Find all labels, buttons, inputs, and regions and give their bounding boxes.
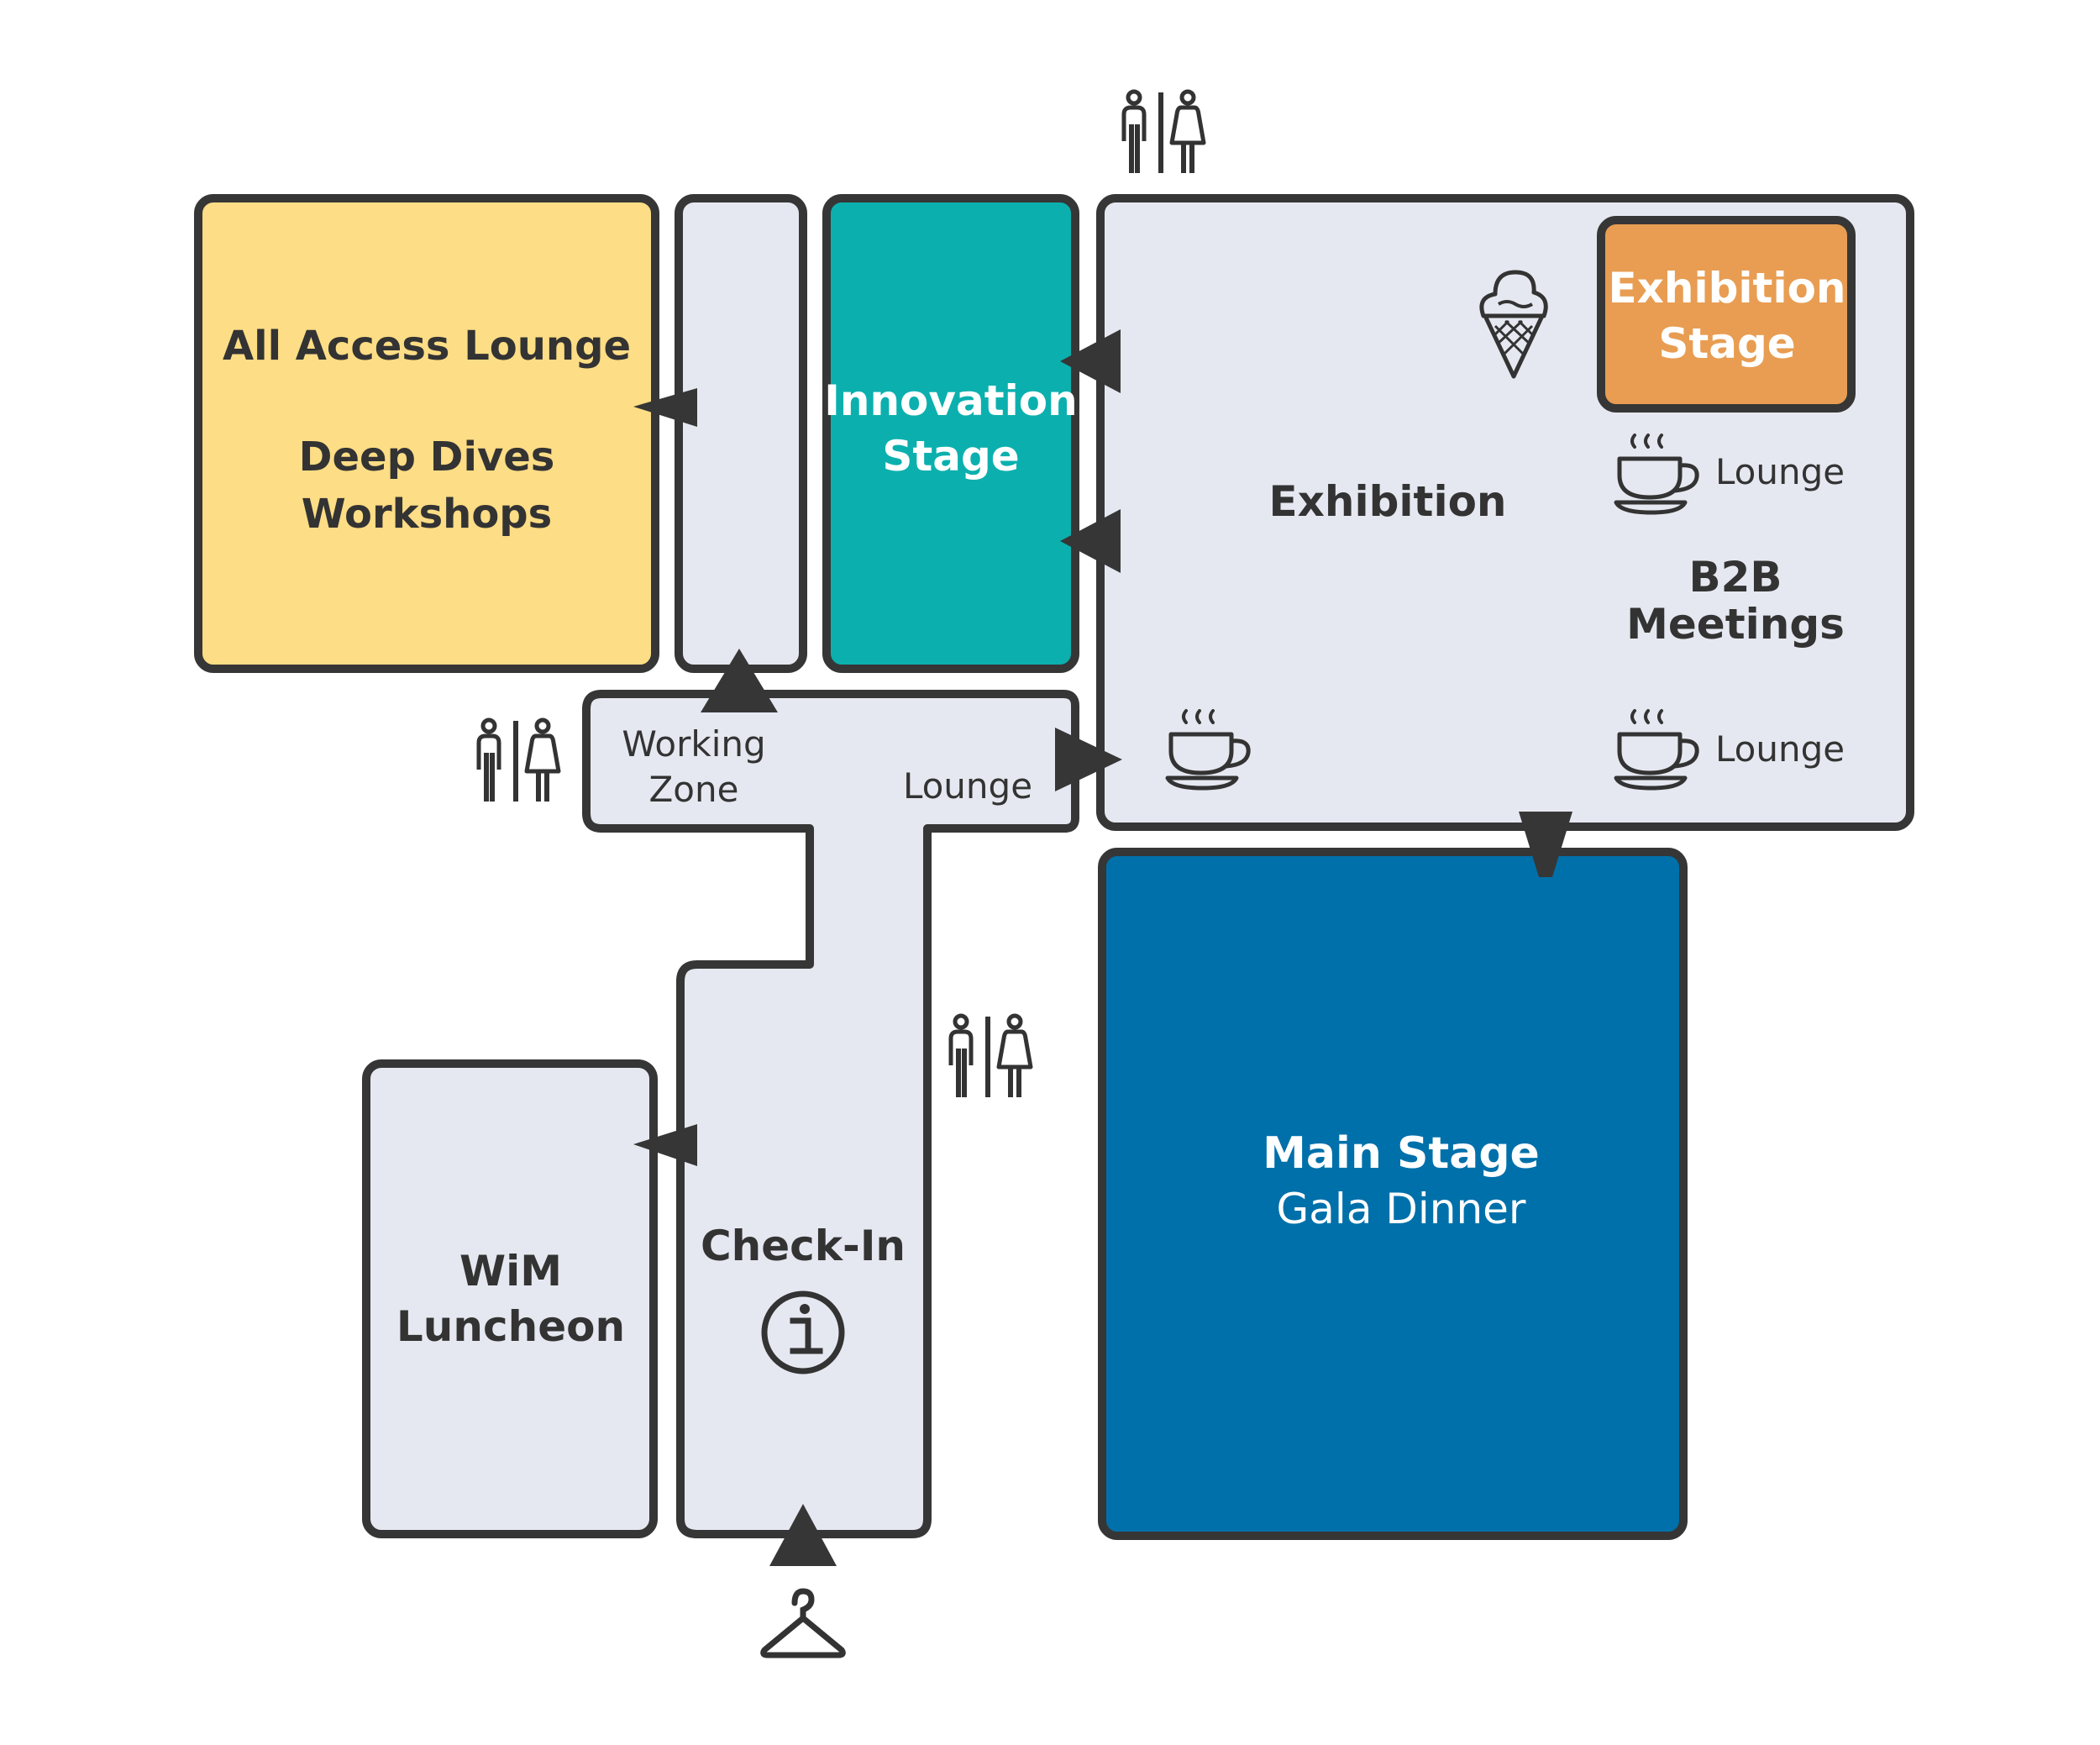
b2b-label-line1: B2B: [1688, 553, 1782, 602]
main-stage-label: Main Stage: [1263, 1128, 1540, 1179]
wim-label-line1: WiM: [459, 1247, 562, 1296]
exhibition-stage-label-line2: Stage: [1658, 319, 1795, 368]
arrow-icon: [1060, 329, 1121, 393]
restroom-icon: [479, 720, 559, 802]
wim-label-line2: Luncheon: [396, 1302, 625, 1351]
info-icon: [761, 1290, 845, 1374]
lounge-bottom-label: Lounge: [1715, 728, 1845, 770]
hanger-icon: [764, 1591, 843, 1655]
arrow-icon: [633, 1124, 697, 1166]
innovation-stage-label-line2: Stage: [882, 432, 1019, 481]
working-zone-label-line1: Working: [622, 723, 765, 765]
arrow-icon: [633, 388, 697, 427]
arrow-icon: [701, 649, 778, 712]
all-access-lounge-label: All Access Lounge: [223, 323, 631, 370]
arrow-icon: [769, 1504, 837, 1566]
arrow-icon: [1055, 728, 1122, 791]
innovation-stage-label-line1: Innovation: [824, 376, 1077, 425]
room-innovation-stage[interactable]: Innovation Stage: [822, 194, 1079, 673]
check-in-label: Check-In: [701, 1222, 906, 1270]
gala-dinner-label: Gala Dinner: [1277, 1185, 1526, 1233]
room-exhibition-stage[interactable]: Exhibition Stage: [1597, 216, 1856, 413]
workshops-label: Workshops: [302, 491, 552, 538]
arrow-icon: [1519, 812, 1572, 877]
central-corridor: Working Zone Lounge Check-In: [582, 690, 1079, 1538]
exhibition-stage-label-line1: Exhibition: [1608, 264, 1845, 313]
lounge-top-label: Lounge: [1715, 451, 1845, 492]
restroom-icon: [951, 1016, 1031, 1097]
b2b-label-line2: Meetings: [1626, 600, 1845, 649]
room-all-access-lounge[interactable]: All Access Lounge Deep Dives Workshops: [194, 194, 659, 673]
room-wim-luncheon[interactable]: WiM Luncheon: [362, 1059, 658, 1538]
working-zone-label-line2: Zone: [649, 769, 739, 810]
room-main-stage[interactable]: Main Stage Gala Dinner: [1098, 848, 1688, 1540]
deep-dives-label: Deep Dives: [299, 434, 555, 481]
corridor-north: [675, 194, 807, 673]
arrow-icon: [1060, 509, 1121, 573]
restroom-icon: [1124, 92, 1204, 173]
exhibition-label: Exhibition: [1268, 477, 1506, 526]
corridor-lounge-label: Lounge: [903, 765, 1032, 807]
